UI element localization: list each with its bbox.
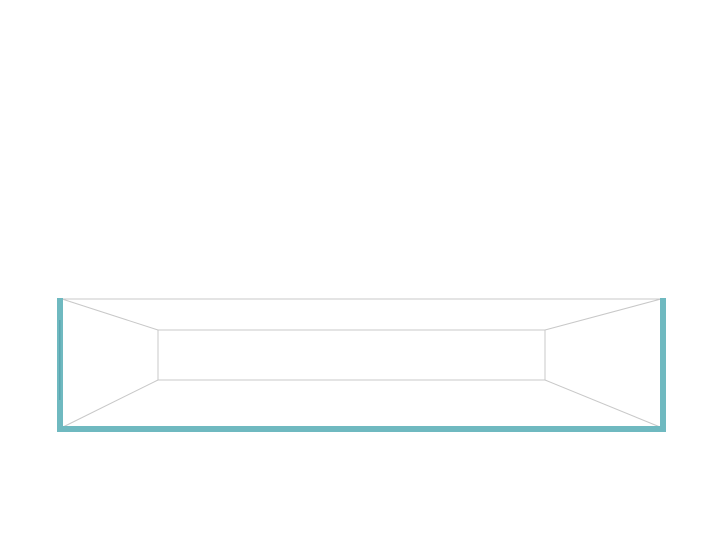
corner-edge-bottom-left — [62, 379, 159, 428]
back-panel — [157, 329, 546, 381]
glass-edge-bottom — [57, 426, 666, 432]
corner-edge-top-left — [61, 298, 159, 331]
tank-interior-lines — [60, 298, 663, 428]
corner-edge-bottom-right — [544, 379, 661, 428]
glass-highlight-left — [59, 320, 61, 400]
glass-edge-right — [660, 298, 666, 432]
corner-edge-top-right — [544, 298, 662, 331]
